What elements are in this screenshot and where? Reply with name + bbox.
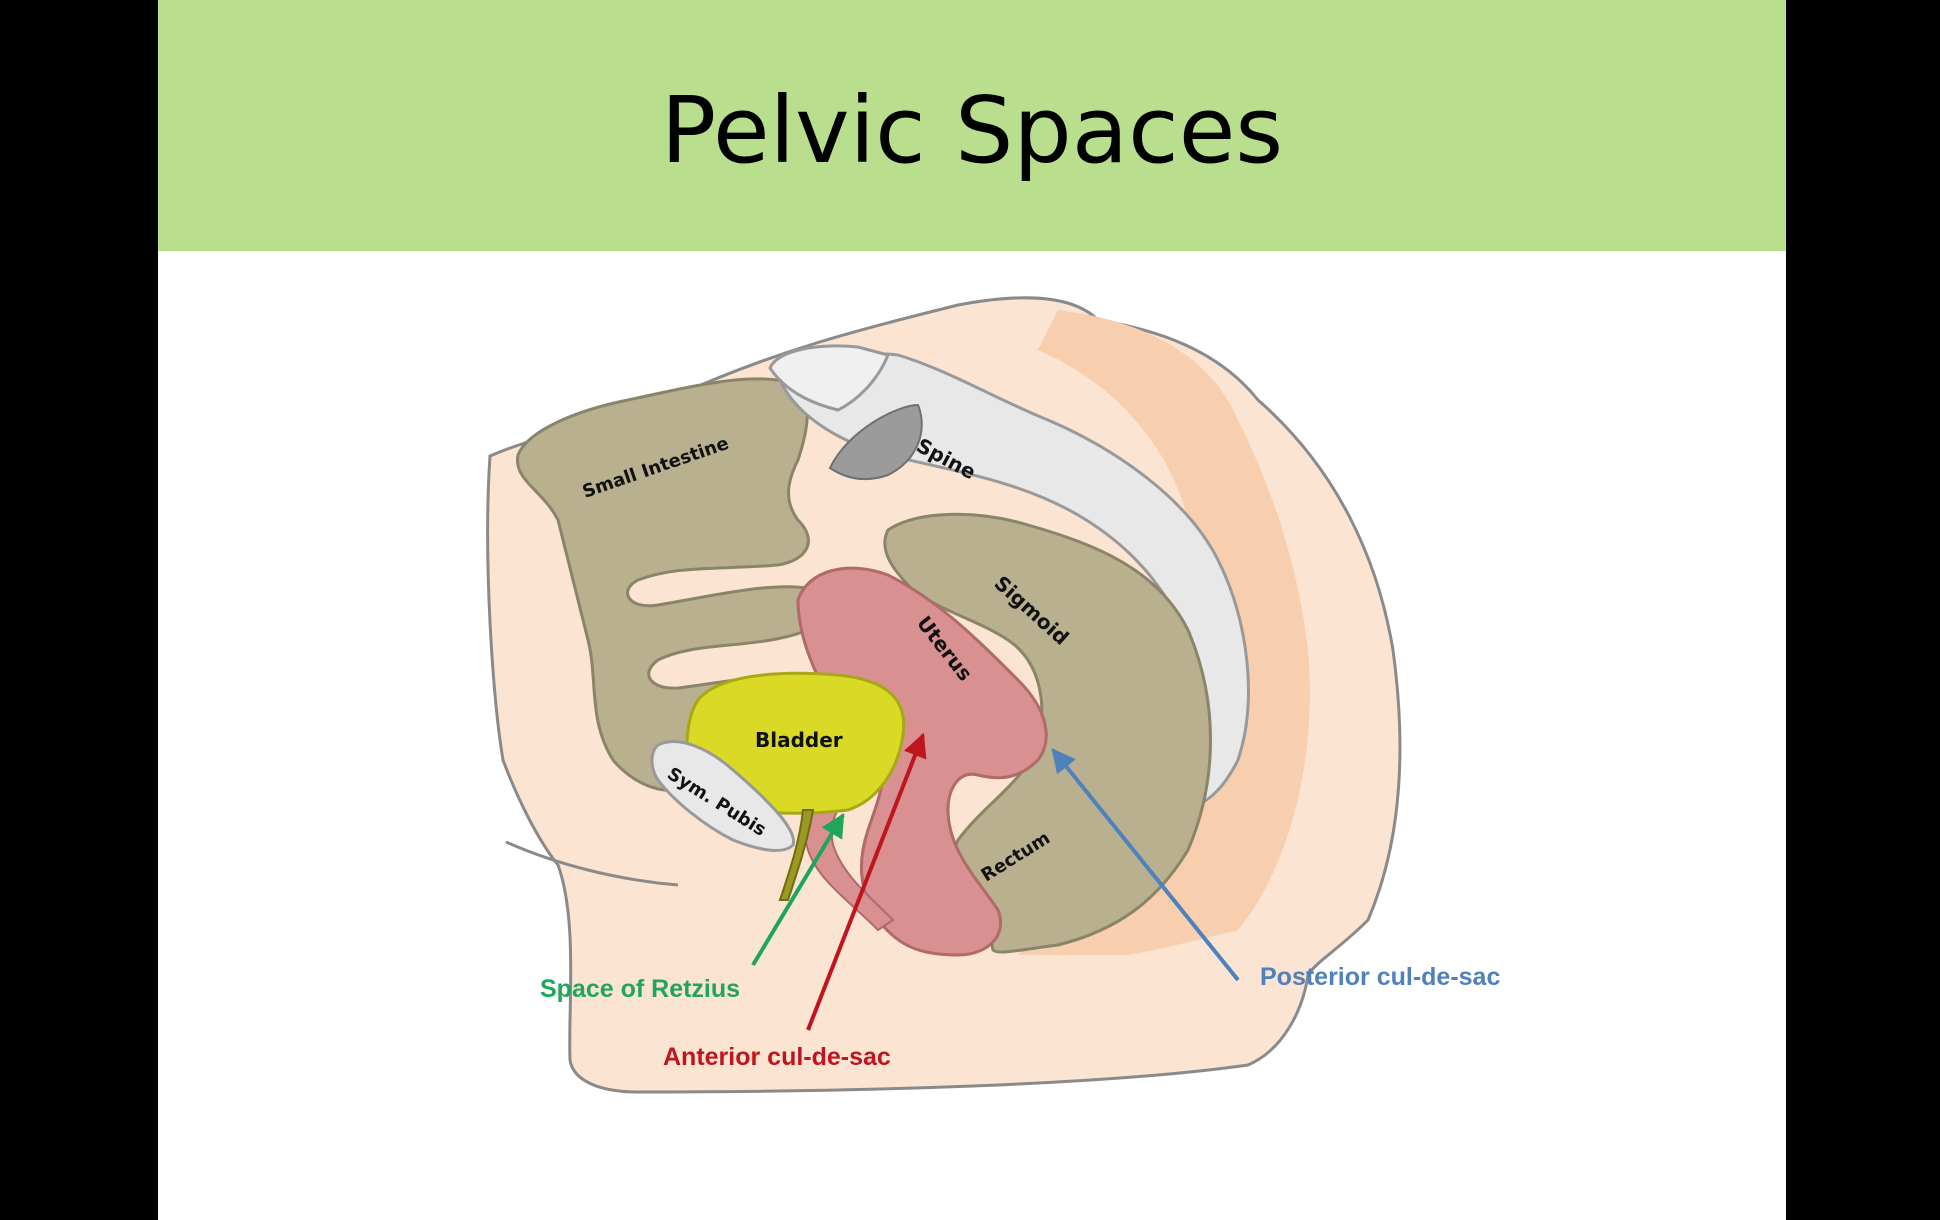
anterior-cul-de-sac-label: Anterior cul-de-sac bbox=[663, 1043, 891, 1071]
slide: Pelvic Spaces bbox=[158, 0, 1786, 1220]
slide-title: Pelvic Spaces bbox=[660, 77, 1284, 184]
skin-fold-line bbox=[505, 840, 679, 887]
retzius-arrow bbox=[751, 812, 845, 967]
posterior-cul-de-sac-label: Posterior cul-de-sac bbox=[1260, 963, 1500, 991]
spine-shape bbox=[778, 352, 1250, 808]
spine-disc bbox=[828, 403, 923, 481]
title-bar bbox=[158, 0, 1786, 251]
urethra bbox=[778, 809, 815, 901]
posterior-arrow bbox=[1051, 748, 1240, 982]
pelvic-diagram: Small Intestine Spine Sigmoid Uterus Bla… bbox=[486, 296, 1500, 1094]
bladder-label: Bladder bbox=[755, 728, 843, 752]
spine-top-segment bbox=[768, 344, 891, 412]
anterior-arrow bbox=[806, 732, 927, 1031]
sym-pubis-shape bbox=[650, 740, 796, 852]
space-of-retzius-label: Space of Retzius bbox=[540, 975, 740, 1003]
back-tissue bbox=[1018, 310, 1310, 955]
